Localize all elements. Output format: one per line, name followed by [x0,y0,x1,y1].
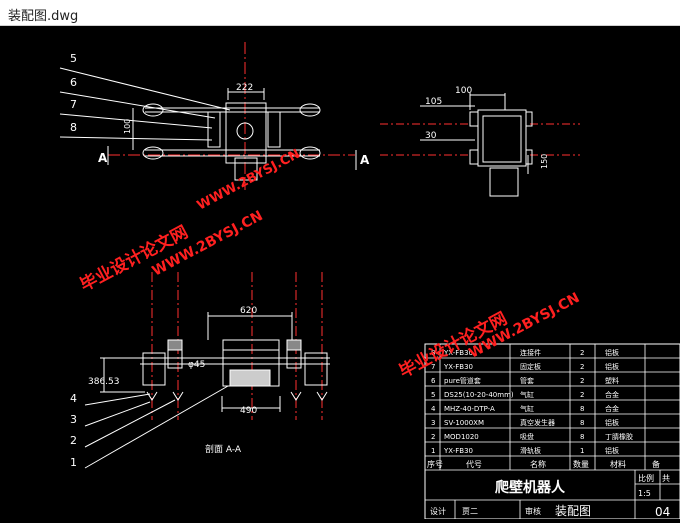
bom-cell-material: 铝板 [605,348,619,357]
section-mark-left: A [98,151,108,165]
bom-cell-code: pure管道套 [444,376,481,385]
bom-cell-name: 滑轨板 [520,446,541,455]
bom-cell-code: MOD1020 [444,433,479,441]
bom-cell-qty: 2 [580,391,584,399]
bom-cell-name: 管套 [520,376,534,385]
bom-cell-code: YX-FB30 [443,349,473,357]
dim-side-150: 150 [540,154,549,169]
bom-table [424,343,680,520]
top-center-hole [236,122,254,140]
bom-cell-no: 6 [431,377,436,385]
dim-620: 620 [240,306,257,316]
top-callouts [59,67,231,141]
bom-cell-name: 连接件 [520,348,541,357]
bom-scale-label: 比例 [638,473,654,483]
top-right-block [267,111,281,148]
bom-scale-value: 1:5 [638,489,651,498]
bom-cell-material: 丁腈橡胶 [605,432,633,441]
bom-header-no: 序号 [427,459,443,469]
callout-5: 5 [70,52,77,65]
bottom-callouts [84,385,229,469]
callout-6: 6 [70,76,77,89]
section-mark-right: A [360,153,370,167]
section-label: 剖面 A-A [205,443,242,455]
dim-phi45: φ45 [188,360,205,370]
dim-100-top: 100 [123,119,132,134]
bom-sheet-label: 共 [662,474,670,483]
callout-4: 4 [70,392,77,405]
bom-cell-qty: 8 [580,405,584,413]
watermark-2: WWW.2BYSJ.CN [195,147,303,214]
callout-1: 1 [70,456,77,469]
bom-cell-name: 气缸 [520,390,534,399]
bom-cell-material: 合金 [605,390,619,399]
watermark-1: 毕业设计论文网 WWW.2BYSJ.CN [77,208,266,296]
bom-cell-code: YX-FB30 [443,363,473,371]
top-view [108,42,355,190]
window-titlebar: 装配图.dwg [0,0,680,26]
top-lower-block [234,157,258,181]
bom-cell-code: DS25(10-20-40mm) [444,391,514,399]
bom-reviewer-label: 审核 [525,506,541,516]
bom-title: 爬壁机器人 [495,479,566,496]
bom-cell-no: 1 [431,447,435,455]
watermark-2-url: WWW.2BYSJ.CN [195,147,303,214]
side-view [380,93,580,197]
bom-cell-code: SV-1000XM [444,419,484,427]
bom-cell-no: 3 [431,419,435,427]
bom-cell-name: 吸盘 [520,432,534,441]
dim-side-100: 100 [455,86,472,96]
bom-cell-qty: 2 [580,377,584,385]
bom-header-qty: 数量 [573,459,589,469]
cad-canvas[interactable]: 222 100 5 6 7 8 A A 100 105 30 150 [0,26,680,520]
dim-386: 386.53 [88,377,120,387]
bom-cell-qty: 8 [580,419,584,427]
bom-designer-name: 贾二 [462,507,478,516]
bom-cell-name: 真空发生器 [520,418,555,427]
bom-cell-material: 铝板 [605,446,619,455]
bom-cell-code: MHZ-40-DTP-A [444,405,495,413]
top-cup-1 [142,103,164,117]
callout-8: 8 [70,121,77,134]
bom-header-name: 名称 [530,459,546,469]
bom-header-material: 材料 [610,459,626,469]
bom-cell-qty: 8 [580,433,584,441]
dim-side-30: 30 [425,131,437,141]
bom-cell-name: 气缸 [520,404,534,413]
bom-cell-code: YX-FB30 [443,447,473,455]
top-cup-4 [299,146,321,160]
bom-cell-qty: 2 [580,363,584,371]
bom-cell-no: 5 [431,391,435,399]
bom-drawing-name: 装配图 [555,504,591,518]
dim-222: 222 [236,83,253,93]
window-title: 装配图.dwg [8,9,79,24]
bom-header-code: 代号 [466,459,482,469]
bom-cell-no: 2 [431,433,435,441]
bom-cell-name: 固定板 [520,362,541,371]
top-body [225,102,267,164]
cad-drawing[interactable]: 222 100 5 6 7 8 A A 100 105 30 150 [0,26,680,520]
bom-cell-material: 塑料 [605,376,619,385]
dim-490: 490 [240,406,257,416]
bom-cell-qty: 1 [580,447,584,455]
callout-3: 3 [70,413,77,426]
callout-2: 2 [70,434,77,447]
bom-cell-qty: 2 [580,349,584,357]
bom-cell-no: 7 [431,363,435,371]
bom-cell-material: 合金 [605,404,619,413]
bom-header-extra: 备 [652,459,660,469]
watermark-3: 毕业设计论文网 WWW.2BYSJ.CN [396,290,583,382]
callout-7: 7 [70,98,77,111]
top-cup-2 [142,146,164,160]
top-cup-3 [299,103,321,117]
bom-cell-no: 8 [431,349,435,357]
bom-cell-no: 4 [431,405,436,413]
bom-drawing-no: 04 [655,505,670,519]
bom-cell-material: 铝板 [605,362,619,371]
section-view [100,272,330,420]
bom-designer-label: 设计 [430,506,446,516]
bom-cell-material: 铝板 [605,418,619,427]
dim-side-105: 105 [425,97,442,107]
